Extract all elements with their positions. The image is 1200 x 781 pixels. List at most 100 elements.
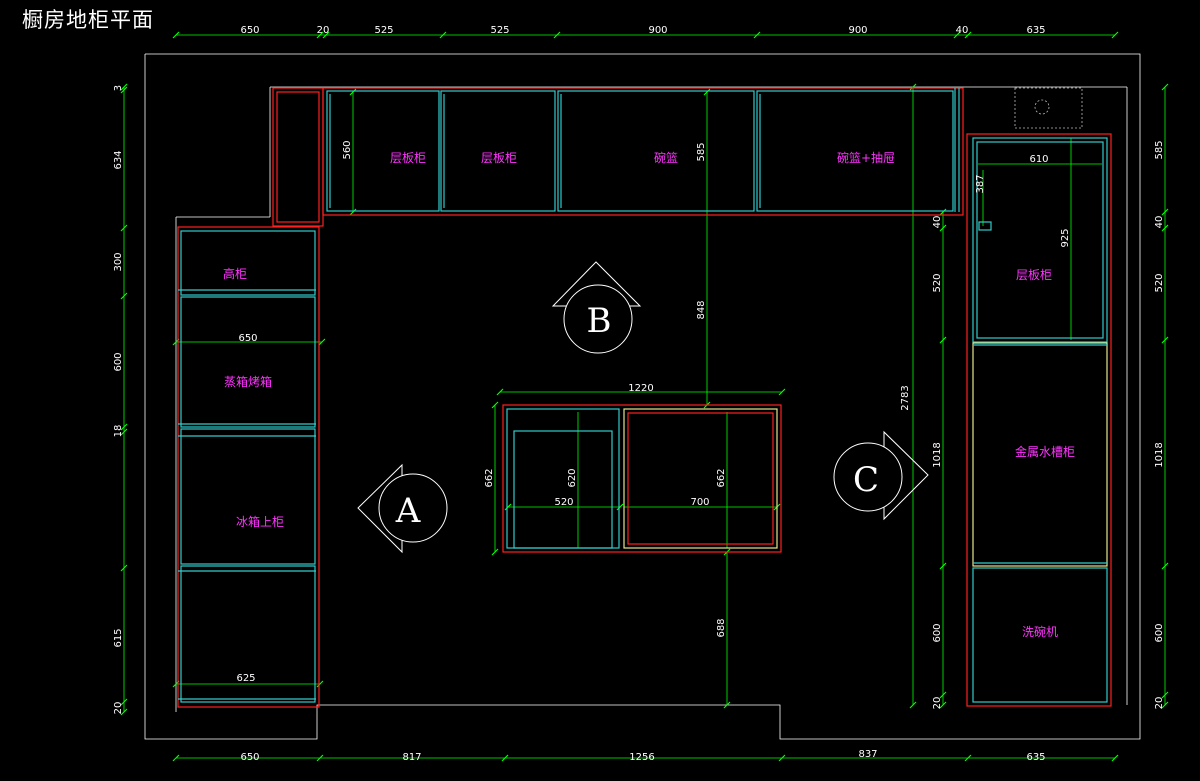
right-shelf-cabinet bbox=[972, 137, 1108, 343]
dim-aisle-bottom: 688 bbox=[716, 618, 727, 637]
marker-c-circle bbox=[833, 442, 903, 512]
dimension-tick bbox=[349, 88, 357, 96]
right-dim: 585 bbox=[1154, 140, 1165, 159]
dimension-tick bbox=[1111, 754, 1119, 762]
dim-width-625: 625 bbox=[236, 673, 255, 684]
dimension-tick bbox=[496, 388, 504, 396]
label-tall-cabinet: 高柜 bbox=[223, 266, 247, 281]
left-dim: 600 bbox=[113, 352, 124, 371]
top-dim: 650 bbox=[240, 25, 259, 36]
label-fridge: 冰箱上柜 bbox=[236, 514, 284, 529]
dim-island-right: 700 bbox=[690, 497, 709, 508]
marker-b-circle bbox=[563, 284, 633, 354]
top-dim: 525 bbox=[490, 25, 509, 36]
right-run-outer bbox=[966, 133, 1112, 707]
marker-c-letter: C bbox=[853, 460, 879, 500]
sink-cabinet bbox=[972, 342, 1108, 567]
left-run-outer bbox=[177, 226, 320, 708]
top-dimensions: 650 20 525 525 900 900 40 635 bbox=[240, 25, 1045, 36]
dim-right-40: 40 bbox=[932, 216, 943, 229]
dimension-tick bbox=[439, 31, 447, 39]
fridge-cabinet bbox=[180, 428, 316, 565]
dim-right-total: 2783 bbox=[900, 385, 911, 410]
dimension-tick bbox=[964, 754, 972, 762]
dimension-tick bbox=[120, 86, 128, 94]
back-run-outer bbox=[322, 87, 964, 216]
top-dim: 40 bbox=[956, 25, 969, 36]
dimension-tick bbox=[316, 31, 324, 39]
hinge-block bbox=[978, 221, 992, 231]
corner-filler-cabinet bbox=[272, 87, 324, 227]
dimension-tick bbox=[120, 564, 128, 572]
left-dimensions: 3 634 300 600 18 615 20 bbox=[113, 85, 124, 715]
dimension-tick bbox=[1111, 31, 1119, 39]
dim-island-width: 1220 bbox=[628, 383, 653, 394]
dimension-tick bbox=[939, 562, 947, 570]
marker-b-letter: B bbox=[587, 301, 612, 341]
dimension-tick bbox=[316, 754, 324, 762]
right-dimensions: 585 40 520 1018 600 20 bbox=[1154, 140, 1165, 709]
shelf-cabinet-1 bbox=[326, 90, 440, 212]
label-basket-drawer: 碗篮+抽屉 bbox=[837, 150, 895, 165]
label-shelf-1: 层板柜 bbox=[390, 151, 426, 165]
label-dishwasher: 洗碗机 bbox=[1022, 624, 1058, 639]
oven-cabinet bbox=[180, 296, 316, 428]
basket-cabinet bbox=[557, 90, 755, 212]
dimension-tick bbox=[120, 428, 128, 436]
dimension-tick bbox=[491, 548, 499, 556]
dimension-tick bbox=[318, 338, 326, 346]
dimension-tick bbox=[939, 701, 947, 709]
right-dim: 520 bbox=[1154, 273, 1165, 292]
dimension-tick bbox=[120, 224, 128, 232]
dimension-tick bbox=[316, 680, 324, 688]
view-marker-b bbox=[551, 261, 642, 354]
dimension-tick bbox=[778, 388, 786, 396]
dimension-tick bbox=[723, 701, 731, 709]
dimension-tick bbox=[120, 292, 128, 300]
dimension-tick bbox=[1161, 208, 1169, 216]
dim-right-387: 387 bbox=[975, 174, 986, 193]
right-shelf-inner bbox=[976, 141, 1104, 339]
top-dim: 900 bbox=[848, 25, 867, 36]
dim-width-650: 650 bbox=[238, 333, 257, 344]
dimension-tick bbox=[1161, 701, 1169, 709]
dimension-tick bbox=[1161, 691, 1169, 699]
shelf-cabinet-2 bbox=[440, 90, 556, 212]
island-outer bbox=[502, 404, 782, 553]
dim-island-left: 520 bbox=[554, 497, 573, 508]
dimension-tick bbox=[322, 31, 330, 39]
left-dim: 18 bbox=[113, 425, 124, 438]
marker-a-letter: A bbox=[395, 491, 421, 531]
dim-aisle-b: 848 bbox=[696, 300, 707, 319]
top-dim: 20 bbox=[317, 25, 330, 36]
dimension-ticks bbox=[120, 31, 1169, 762]
dimension-tick bbox=[753, 31, 761, 39]
label-shelf-right: 层板柜 bbox=[1016, 268, 1052, 282]
dimension-tick bbox=[504, 503, 512, 511]
dim-right-520: 520 bbox=[932, 273, 943, 292]
dimension-tick bbox=[939, 691, 947, 699]
appliance-circle bbox=[1034, 99, 1050, 115]
bottom-dimensions: 650 817 1256 837 635 bbox=[240, 749, 1045, 763]
dimension-tick bbox=[616, 503, 624, 511]
dim-right-925: 925 bbox=[1060, 228, 1071, 247]
island-left-inner bbox=[513, 430, 613, 549]
dimension-tick bbox=[501, 754, 509, 762]
dimension-tick bbox=[964, 31, 972, 39]
label-basket: 碗篮 bbox=[654, 150, 678, 165]
right-dim: 20 bbox=[1154, 697, 1165, 710]
corner-appliance bbox=[1014, 87, 1083, 129]
cabinets bbox=[177, 87, 1112, 708]
dimension-tick bbox=[1161, 562, 1169, 570]
dimension-tick bbox=[553, 31, 561, 39]
dim-center-depth: 585 bbox=[696, 142, 707, 161]
left-dim: 3 bbox=[113, 85, 124, 91]
dimension-tick bbox=[909, 83, 917, 91]
dim-island-depth: 662 bbox=[484, 468, 495, 487]
dimension-tick bbox=[939, 208, 947, 216]
appliance-outline bbox=[1014, 87, 1083, 129]
bottom-dim: 817 bbox=[402, 752, 421, 763]
dimension-tick bbox=[703, 88, 711, 96]
right-dim: 40 bbox=[1154, 216, 1165, 229]
top-dim: 525 bbox=[374, 25, 393, 36]
